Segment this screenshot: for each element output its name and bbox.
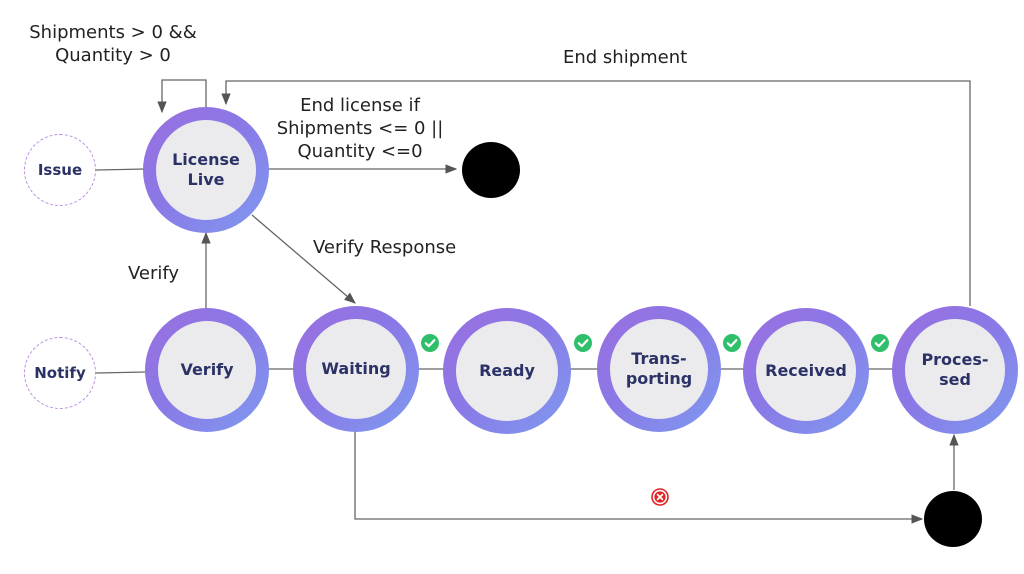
edge-end-shipment: [221, 80, 971, 306]
external-notify: Notify: [24, 337, 96, 409]
state-license-live-label: License Live: [172, 150, 240, 189]
state-waiting-label: Waiting: [321, 359, 391, 378]
edge-notify-verify: [95, 371, 147, 374]
state-waiting: Waiting: [293, 306, 419, 432]
final-state-license: [462, 142, 520, 198]
state-processed-label: Proces- sed: [921, 350, 989, 389]
state-transporting-label: Trans- porting: [625, 349, 693, 388]
state-received: Received: [743, 308, 869, 434]
label-verify: Verify: [128, 263, 180, 284]
state-received-label: Received: [765, 361, 847, 380]
state-ready: Ready: [443, 308, 571, 434]
check-icon: [871, 334, 889, 352]
state-transporting: Trans- porting: [597, 306, 721, 432]
state-verify: Verify: [145, 308, 269, 432]
label-verify-response: Verify Response: [313, 237, 457, 258]
state-verify-label: Verify: [180, 360, 234, 379]
external-notify-label: Notify: [34, 364, 86, 382]
label-self-loop: Shipments > 0 && Quantity > 0: [29, 22, 197, 66]
error-icon: [651, 488, 669, 506]
external-issue-label: Issue: [37, 161, 83, 179]
edge-verify-response: [251, 214, 356, 304]
check-icon: [723, 334, 741, 352]
check-icon: [421, 334, 439, 352]
edge-issue-license: [95, 168, 147, 171]
check-icon: [574, 334, 592, 352]
edge-self-loop: [157, 79, 207, 114]
state-processed: Proces- sed: [892, 306, 1018, 434]
final-state-failure: [924, 491, 982, 547]
state-license-live: License Live: [143, 107, 269, 233]
label-end-license: End license if Shipments <= 0 || Quantit…: [276, 95, 444, 162]
state-ready-label: Ready: [479, 361, 535, 380]
label-end-shipment: End shipment: [563, 47, 688, 68]
edge-waiting-fail: [354, 430, 924, 524]
external-issue: Issue: [24, 134, 96, 206]
